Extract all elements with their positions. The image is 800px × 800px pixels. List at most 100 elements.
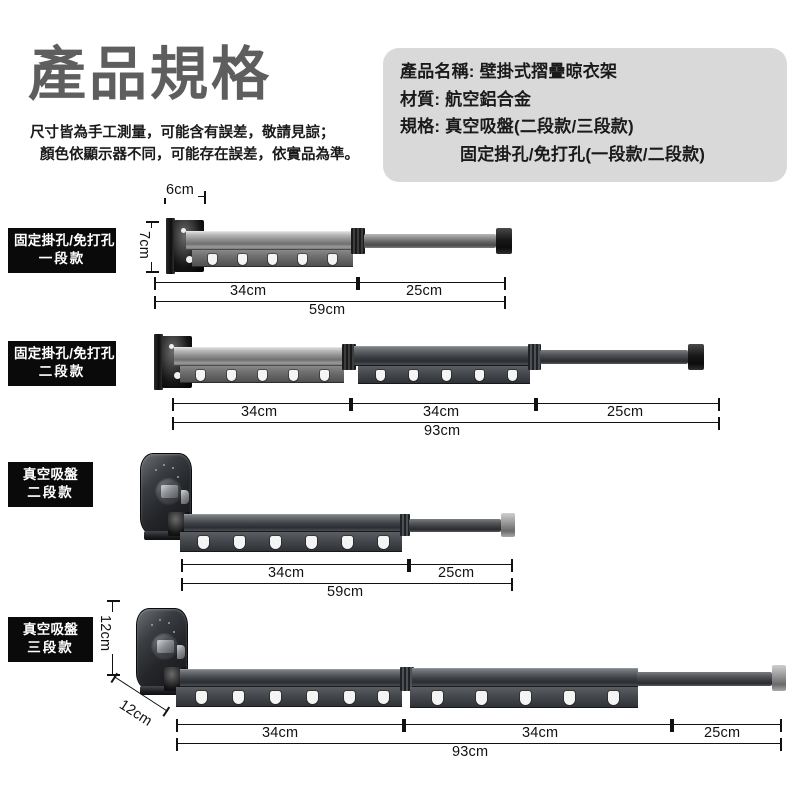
hole-flange-segment-1 [176,687,402,707]
dim-row3-seg1-line [181,559,409,572]
hanger-hole [196,370,205,381]
hanger-hole [475,370,484,381]
end-cap [496,228,512,254]
dim-bracket-height-label: 7cm [136,228,152,262]
upper-rail-segment-1 [174,347,344,366]
telescopic-tube [540,350,688,364]
end-cap [501,513,515,537]
hanger-hole [564,691,575,705]
badge-product-2: 固定掛孔/免打孔 二段款 [8,341,116,386]
hanger-hole [508,370,517,381]
dim-row3-seg1-label: 34cm [264,565,309,581]
badge-product-3: 真空吸盤 二段款 [8,462,93,507]
upper-rail [186,231,353,250]
cup-release-tab [181,490,189,504]
badge-product-4: 真空吸盤 三段款 [8,617,93,662]
dim-row2-seg3-line [536,398,720,411]
dim-row2-seg1-label: 34cm [237,404,282,420]
cup-lock-lever [157,640,174,653]
disclaimer-line-1: 尺寸皆為手工測量，可能含有誤差，敬請見諒； [30,125,335,141]
hanger-hole [442,370,451,381]
dim-cup-height-label: 12cm [97,612,113,655]
dim-row2-seg2-label: 34cm [419,404,464,420]
dim-row1-seg2-line [358,277,506,290]
dim-row3-total-label: 59cm [323,584,368,600]
hanger-hole [196,691,207,704]
hinge-knob [181,228,186,233]
dim-row2-total-label: 93cm [420,423,465,439]
hanger-hole [608,691,619,705]
badge-product-3-line2: 二段款 [27,484,74,500]
badge-product-1-line2: 一段款 [38,250,86,266]
wall-plate [154,334,163,390]
badge-product-4-line1: 真空吸盤 [22,622,79,637]
dim-row3-seg2-label: 25cm [434,565,479,581]
hinge-knob [174,372,181,379]
hanger-hole [270,536,281,549]
badge-product-4-line2: 三段款 [27,639,74,655]
wall-plate [166,218,175,274]
end-cap [772,665,786,691]
hanger-hole [378,536,389,549]
upper-rail-segment-1 [180,669,402,687]
hanger-hole [234,536,245,549]
hinge-knob [186,256,193,263]
hanger-hole [238,254,247,265]
telescopic-tube [364,234,496,248]
info-product-name: 產品名稱: 壁掛式摺疊晾衣架 [400,62,618,81]
hanger-hole [520,691,531,705]
info-spec-1: 規格: 真空吸盤(二段款/三段款) [400,117,634,137]
dim-bracket-width-label: 6cm [162,182,198,198]
hanger-hole [268,254,277,265]
dim-row4-seg1-line [176,719,404,732]
dim-row2-seg1-line [172,398,351,411]
hanger-hole [476,691,487,705]
end-cap [688,344,704,370]
dim-row4-seg3-line [672,719,782,732]
dim-row1-seg1-label: 34cm [226,283,271,299]
cup-lock-lever [161,485,178,498]
info-spec-2: 固定掛孔/免打孔(一段款/二段款) [460,144,706,164]
dim-row1-total-line [154,296,506,309]
dim-row2-seg3-label: 25cm [603,404,648,420]
hanger-hole [198,536,209,549]
telescopic-joint-2 [528,344,541,370]
badge-product-1: 固定掛孔/免打孔 一段款 [8,228,116,273]
hanger-hole [409,370,418,381]
telescopic-joint-1 [400,667,414,691]
hanger-hole [208,254,217,265]
disclaimer-text: 尺寸皆為手工測量，可能含有誤差，敬請見諒； 顏色依顯示器不同，可能存在誤差，依實… [30,122,359,167]
dim-row1-total-label: 59cm [305,302,350,318]
hanger-hole [227,370,236,381]
dim-row1-seg1-line [154,277,358,290]
badge-product-2-line2: 二段款 [38,363,86,379]
dim-row4-seg1-label: 34cm [258,725,303,741]
cup-release-tab [177,645,185,659]
dim-row4-seg2-line [404,719,672,732]
dim-row3-total-line [181,578,513,591]
hanger-hole [320,370,329,381]
dim-row4-seg3-label: 25cm [700,725,745,741]
hanger-hole [344,691,355,704]
product-info-card: 產品名稱: 壁掛式摺疊晾衣架 材質: 航空鋁合金 規格: 真空吸盤(二段款/三段… [383,48,787,182]
hanger-hole [306,536,317,549]
page-title: 產品規格 [28,42,273,107]
dim-row4-seg2-label: 34cm [518,725,563,741]
hanger-hole [328,254,337,265]
hanger-hole [270,691,281,704]
hanger-hole [342,536,353,549]
hanger-hole [298,254,307,265]
badge-product-1-line1: 固定掛孔/免打孔 [14,233,115,248]
dim-row4-total-label: 93cm [448,744,493,760]
dim-row2-seg2-line [351,398,536,411]
dim-row2-total-line [172,417,720,430]
hanger-hole [432,691,443,705]
telescopic-joint-1 [342,344,356,370]
telescopic-joint [400,514,410,536]
badge-product-2-line1: 固定掛孔/免打孔 [14,346,115,361]
hole-flange-segment-1 [180,366,344,383]
upper-rail-segment-2 [354,346,530,366]
telescopic-tube [637,672,772,686]
hinge-knob [169,344,174,349]
